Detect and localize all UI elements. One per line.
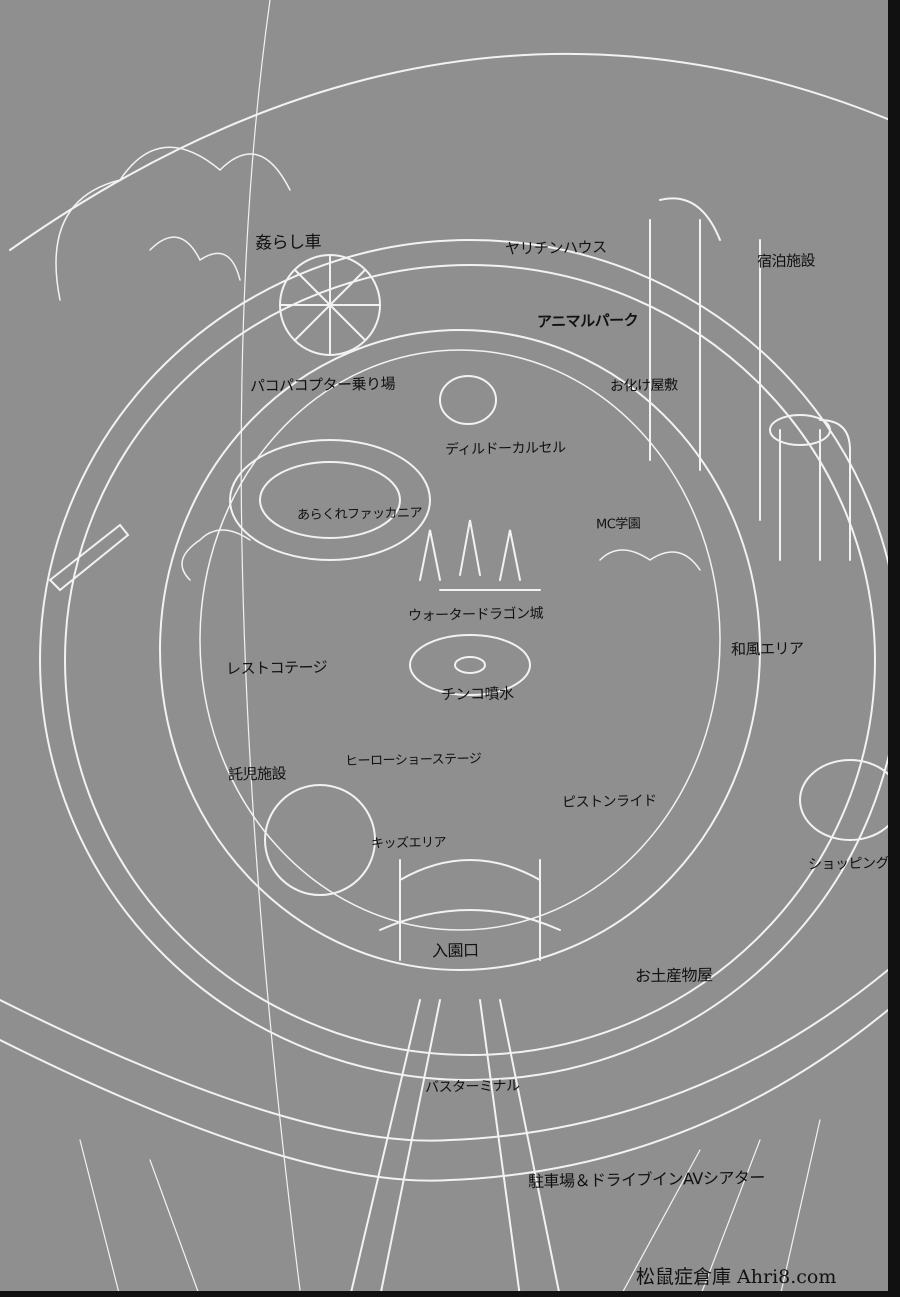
- watermark: 松鼠症倉庫 Ahri8.com: [636, 1266, 837, 1288]
- right-border: [888, 0, 900, 1297]
- bottom-border: [0, 1291, 900, 1297]
- kids-dome: [264, 784, 376, 896]
- label-parking-drive-in: 駐車場＆ドライブインAVシアター: [527, 1167, 766, 1192]
- fountain: [409, 634, 531, 696]
- label-ferris-wheel: 姦らし車: [254, 232, 322, 254]
- dome-arc: [9, 52, 891, 251]
- label-piston-ride: ピストンライド: [561, 793, 657, 811]
- label-kids-area: キッズエリア: [370, 835, 447, 852]
- label-souvenir-shop: お土産物屋: [634, 965, 713, 986]
- label-haunted-house: お化け屋敷: [609, 377, 678, 395]
- label-daycare: 託児施設: [227, 764, 287, 784]
- label-shopping-mall: ショッピングモー: [807, 855, 900, 873]
- label-water-dragon-castle: ウォータードラゴン城: [407, 605, 544, 625]
- label-rest-cottage: レストコテージ: [225, 658, 328, 678]
- entrance-gate: [379, 859, 561, 961]
- label-fountain: チンコ噴水: [440, 684, 514, 704]
- label-fucker-ring: あらくれファッカニア: [296, 505, 423, 524]
- label-entrance: 入園口: [431, 940, 479, 961]
- carousel: [439, 375, 497, 425]
- fucker-ring: [229, 439, 431, 561]
- inner-ring: [159, 329, 761, 971]
- outer-ring: [39, 239, 900, 1081]
- label-japanese-area: 和風エリア: [730, 639, 804, 659]
- label-hero-show-stage: ヒーローショーステージ: [344, 751, 482, 770]
- mall-dome: [799, 759, 900, 841]
- main-road: [349, 999, 561, 1297]
- boat: [48, 523, 130, 592]
- label-yarichin-house: ヤリチンハウス: [504, 238, 607, 258]
- castle: [419, 519, 541, 591]
- label-mc-academy: MC学園: [595, 516, 641, 533]
- label-helicopter-station: パコパコプター乗り場: [249, 374, 396, 396]
- label-animal-park: アニマルパーク: [536, 311, 639, 331]
- label-bus-terminal: バスターミナル: [424, 1078, 520, 1096]
- hotel: [649, 197, 851, 561]
- label-carousel: ディルドーカルセル: [444, 439, 566, 459]
- ring-road: [0, 959, 900, 1142]
- label-hotel: 宿泊施設: [756, 251, 816, 271]
- trees: [55, 146, 291, 301]
